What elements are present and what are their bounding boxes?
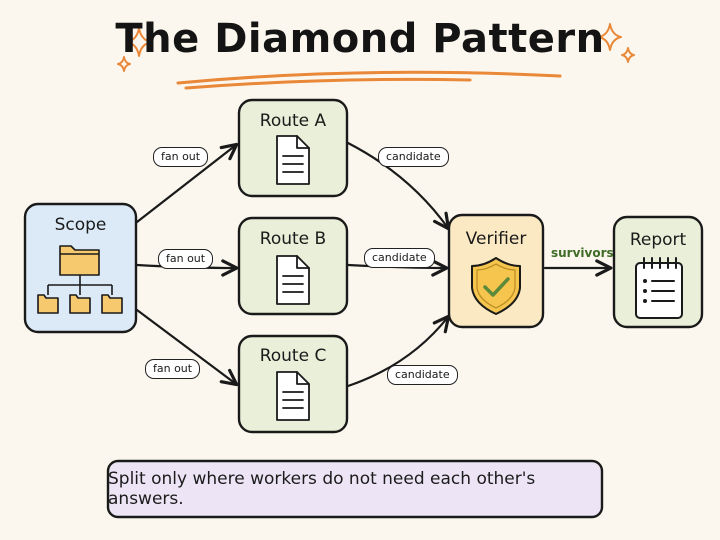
edge-candidate-c — [346, 314, 451, 388]
document-icon — [276, 135, 310, 185]
sparkle-icon — [117, 27, 152, 72]
notepad-checklist-icon — [635, 257, 683, 319]
folder-tree-icon — [37, 245, 123, 314]
edge-candidate-b — [346, 259, 449, 277]
document-icon — [276, 371, 310, 421]
title-underline — [176, 70, 562, 90]
edge-fan-out-a — [135, 142, 239, 224]
edge-fan-out-c — [135, 308, 239, 387]
caption-box — [106, 459, 604, 519]
edge-fan-out-b — [135, 259, 239, 277]
edge-candidate-a — [346, 141, 451, 231]
shield-check-icon — [471, 257, 521, 315]
sparkle-icon — [598, 23, 635, 63]
document-icon — [276, 255, 310, 305]
